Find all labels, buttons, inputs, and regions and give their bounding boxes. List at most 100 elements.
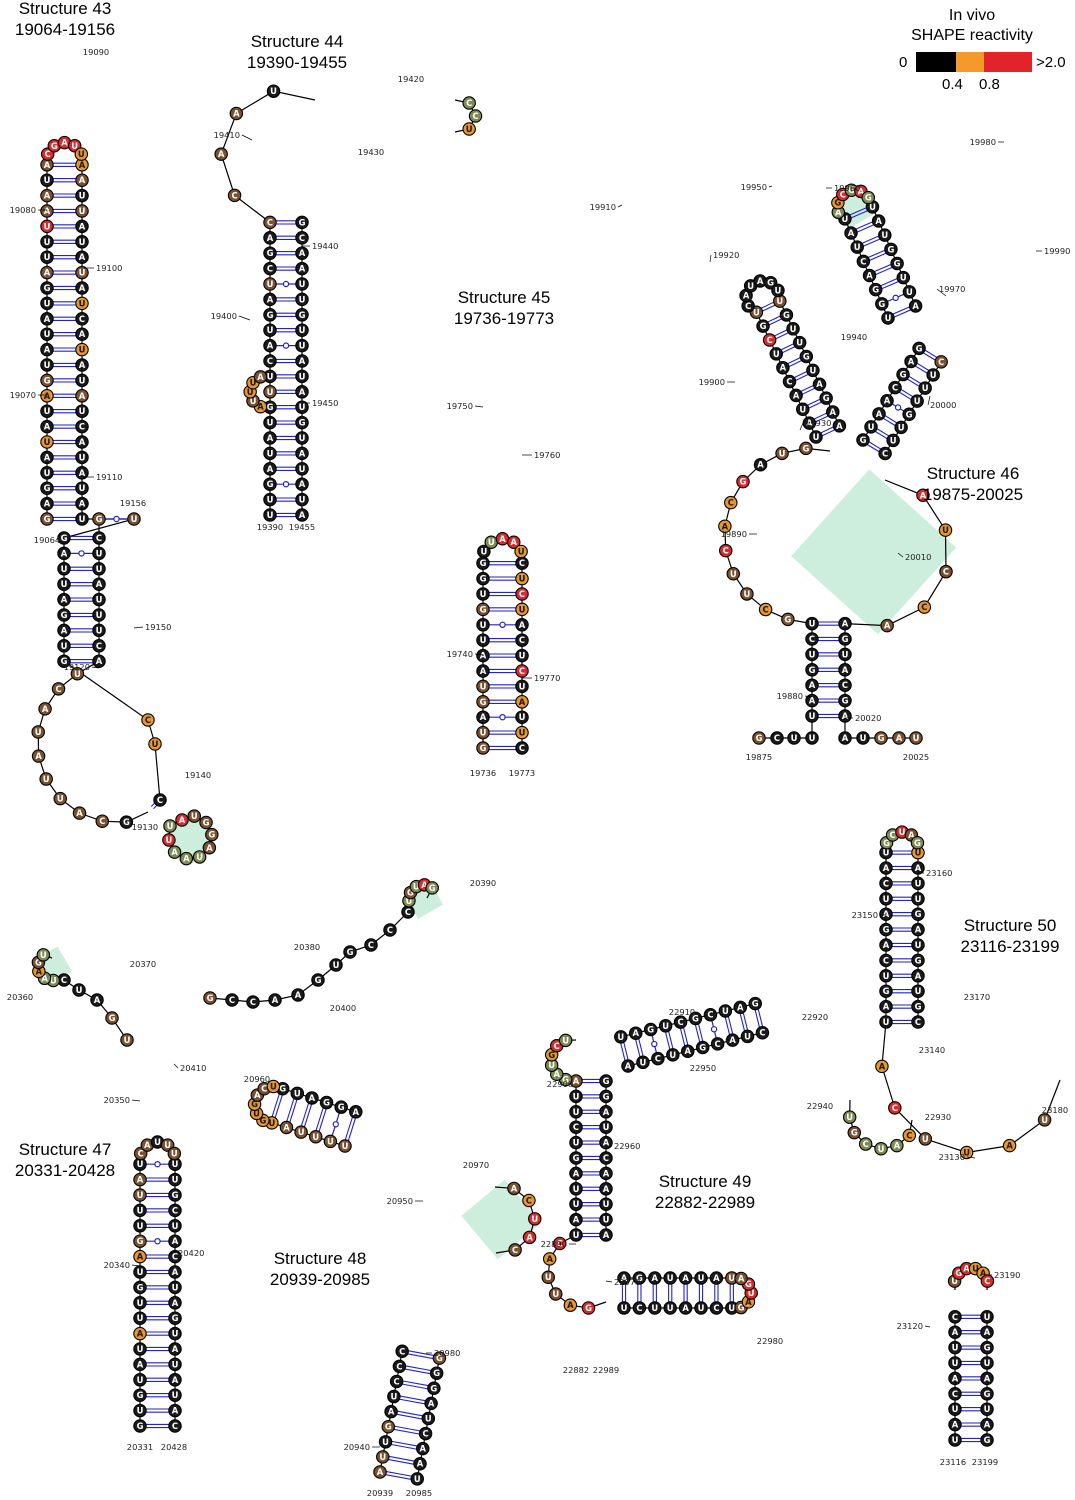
s45-hairpin-3-base: A (511, 537, 518, 547)
s43-stem2-right-0-circle (57, 531, 71, 545)
s49-stem2-left-9-base: C (759, 1028, 765, 1038)
s45-stem-right-1-base: U (519, 728, 526, 738)
s43-stem1-right-17-base: A (79, 252, 86, 262)
s49-right-hairpin-4-circle (734, 1271, 748, 1286)
s46-label-10-tick (936, 288, 947, 297)
s50-hairpin-3-base: A (908, 830, 915, 840)
s46-arm1-loop-3-base: A (757, 276, 764, 286)
s49-stem3-right-4-circle (678, 1271, 693, 1285)
s50-stem2-right-1-base: A (984, 1420, 991, 1430)
s43-stem1-left-5-base: U (44, 437, 51, 447)
s44-stem-right-19-base: G (299, 217, 306, 227)
s50-stem1-right-11-base: U (915, 848, 922, 858)
s50-stem1-left-4-circle (879, 953, 893, 968)
s43-stem1-right-18-circle (75, 235, 89, 249)
s43-internal-3-base: U (35, 727, 42, 737)
watson-crick-pair-line (402, 1383, 428, 1390)
s48-stem2-left-2-base: U (312, 1132, 319, 1142)
s48-stem1-right-2-circle (416, 1441, 430, 1456)
s47-stem-right-17-base: U (172, 1159, 179, 1169)
s49-stem2-right-7-circle (718, 1004, 733, 1018)
s46-arm2-left-5-circle (896, 367, 910, 382)
legend-title-line1: In vivo (948, 7, 996, 24)
s43-stem1-left-9-circle (40, 373, 54, 388)
watson-crick-pair-line (391, 1440, 418, 1447)
s48-stem2-right-0-circle (349, 1105, 363, 1119)
watson-crick-pair-line (300, 1103, 310, 1126)
s49-stem2-left-1-base: U (640, 1057, 647, 1067)
s45-hairpin-1-base: U (488, 537, 495, 547)
s50-hairpin-4-base: G (914, 838, 921, 848)
s50-stem1-right-9-base: U (915, 878, 922, 888)
s46-base-right-2-base: C (842, 680, 848, 690)
s46-arm1-left-7-base: C (767, 335, 773, 345)
s49-stem3-left-3-base: U (667, 1303, 674, 1313)
s49-bottom-loop-5-circle (581, 1301, 596, 1315)
s44-stem-left-10-circle (263, 354, 277, 368)
s44-left-bulge-2-base: U (247, 387, 254, 397)
s46-arm2-left-2-base: A (876, 409, 883, 419)
s43-internal-9-circle (119, 815, 134, 829)
s48-hairpin2-0-base: G (259, 1115, 266, 1125)
s44-stem-left-14-circle (263, 292, 277, 307)
s46-multiloop-0-base: G (784, 614, 791, 624)
s49-stem3-right-1-circle (632, 1271, 647, 1285)
s49-stem3-right-6-circle (709, 1271, 724, 1285)
s43-stem1-right-14-circle (75, 296, 89, 311)
s50-stem2-right-8-base: U (984, 1312, 991, 1322)
s46-base-left-0-base: U (809, 711, 816, 721)
label-layer: 1906419070190801909019100191101912019130… (7, 47, 1071, 1498)
watson-crick-pair-line (683, 1027, 689, 1045)
s43-stem1-right-22-base: A (79, 175, 86, 185)
s50-stem1-right-4-circle (911, 953, 925, 968)
s43-stem1-right-9-base: U (79, 375, 86, 385)
s43-stem1-left-2-circle (40, 481, 54, 495)
s49-stem1-left-3-circle (569, 1182, 583, 1196)
s46-multiloop-3-circle (726, 567, 741, 581)
s45-hairpin-4-base: U (518, 546, 525, 556)
s43-internal-0-base: U (74, 669, 81, 679)
s44-stem-left-19-base: C (267, 217, 273, 227)
s47-stem-left-0-circle (133, 1419, 147, 1433)
s48-label-5: 20980 (434, 1348, 460, 1358)
backbone-segment (881, 1021, 1061, 1154)
watson-crick-pair-line (623, 1042, 629, 1060)
s43-hairpin-1-base: G (51, 141, 58, 151)
s43-stem2-left-2-base: U (96, 564, 103, 574)
s48-stem1-right-7-circle (429, 1366, 444, 1380)
s45-stem-right-2-circle (515, 710, 529, 724)
s49-stem2-left-5-base: G (699, 1043, 706, 1053)
s46-arm1-left-8-circle (756, 319, 770, 333)
s44-stem-right-7-circle (295, 400, 309, 414)
s46-label-3: 19900 (699, 377, 725, 387)
s46-arm1-right-5-circle (799, 349, 814, 364)
s50-junction-2-circle (918, 1132, 933, 1146)
s44-corner-1-circle (214, 147, 228, 161)
watson-crick-pair-line (405, 1368, 431, 1375)
s49-label-6: 22940 (807, 1101, 833, 1111)
s46-base-right-6-base: A (842, 619, 849, 629)
s46-tail3-0-base: A (842, 733, 849, 743)
s50-internal-2-base: A (963, 1264, 970, 1274)
s45-stem-left-11-circle (476, 571, 490, 586)
s47-stem-left-15-circle (133, 1188, 147, 1202)
s45-stem-right-8-circle (515, 618, 529, 632)
watson-crick-pair-line (875, 431, 888, 440)
s49-stem3-left-0-circle (617, 1301, 631, 1315)
s50-hairpin-1-base: C (890, 830, 896, 840)
s45-stem-right-3-circle (515, 695, 529, 709)
s46-tail5-0-circle (752, 731, 766, 745)
s49-stem1-right-8-base: A (603, 1107, 610, 1117)
s49-stem2-right-4-circle (673, 1015, 688, 1029)
s45-stem-left-0-circle (476, 741, 490, 755)
s47-right-arm-2-circle (246, 995, 260, 1009)
s50-junction-2-base: U (922, 1134, 929, 1144)
s47-left-arm-0-circle (120, 1033, 134, 1047)
s44-stem-left-19-circle (263, 215, 277, 230)
s45-hairpin-0-circle (477, 544, 491, 559)
s49-stem3-left-5-circle (694, 1301, 708, 1315)
s49-stem3-left-2-base: U (651, 1303, 658, 1313)
s48-stem1-left-8-circle (395, 1344, 409, 1359)
